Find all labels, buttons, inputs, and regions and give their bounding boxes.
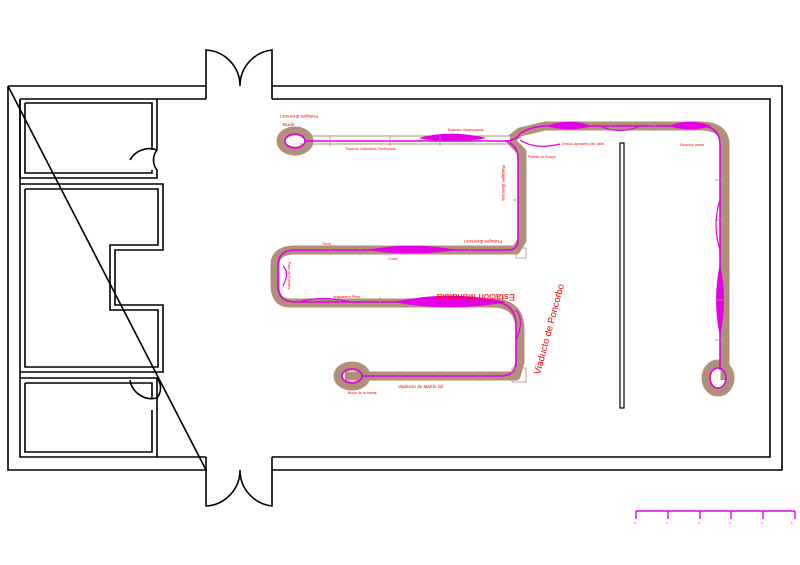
label-estacion-mundaka: Estación Mundaka	[436, 291, 515, 302]
track-layout	[270, 121, 735, 397]
door-arc-bottom	[129, 379, 158, 400]
outer-wall	[7, 85, 783, 471]
label-cruce: Cruce	[388, 257, 398, 261]
label-viaducto-martin: Viaducto de Martín Gil	[398, 384, 443, 389]
scale-tick-0: 0	[634, 521, 636, 525]
label-estacion-este: Estación ramal	[680, 143, 704, 147]
door-top	[205, 49, 273, 99]
label-paisajes-1: Paisajes diversos I	[280, 114, 318, 119]
track-bed-main	[270, 121, 730, 381]
room-top-inner	[24, 102, 153, 174]
platform-marker	[515, 247, 527, 259]
scale-tick-4: 4	[761, 521, 763, 525]
scale-tick-3: 3	[729, 521, 731, 525]
label-desvio: Desvío apeadero del Valle	[562, 142, 604, 146]
label-trayecto: Trayecto Villanueva-Ponferrada	[345, 147, 395, 151]
room-mid-inner	[24, 188, 159, 368]
station-top	[419, 133, 486, 142]
scale-tick-2: 2	[698, 521, 700, 525]
siding-3	[599, 125, 641, 132]
main-rail-top	[305, 125, 721, 370]
siding-2	[519, 139, 561, 147]
scale-bar: 0 1 2 3 4 5	[634, 510, 796, 525]
station-right-top-2	[668, 121, 712, 130]
siding-4	[282, 265, 288, 287]
label-tunel: Túnel	[322, 242, 331, 246]
siding-6	[715, 199, 721, 251]
label-estacion-sup: Estación Valdenoceda	[448, 128, 484, 132]
room-bottom	[20, 377, 162, 457]
main-rail-descent	[277, 140, 519, 377]
room-bottom-inner	[24, 382, 153, 453]
building-walls	[7, 49, 783, 507]
platform-marker-2	[511, 367, 527, 383]
station-mid	[369, 245, 456, 254]
siding-5	[515, 309, 522, 341]
label-puente: Puente de Arroyo	[528, 155, 556, 159]
label-apartadero: Apartadero Pinar	[333, 295, 361, 299]
partition-wall	[619, 142, 625, 409]
door-arc-top	[129, 147, 158, 161]
label-paso: Paso de Fuentes	[287, 262, 291, 289]
label-viaducto-poncorbo: Viaducto de Poncorbo	[532, 283, 567, 376]
siding-1	[299, 297, 351, 303]
room-mid	[20, 183, 164, 373]
scale-tick-5: 5	[791, 521, 793, 525]
label-paisajes-3: Paisajes diversos I	[464, 239, 502, 244]
loop-right	[701, 359, 735, 397]
segment-ticks	[329, 121, 725, 381]
label-paisajes-2: Paisajes diversos	[501, 165, 506, 201]
scale-tick-1: 1	[666, 521, 668, 525]
station-mundaka	[394, 295, 506, 308]
label-bucle: Bucle	[283, 122, 295, 127]
door-bottom	[205, 457, 273, 507]
room-top	[19, 99, 158, 179]
station-right-top	[546, 121, 592, 130]
inner-wall	[19, 98, 771, 458]
label-bucle-inf: Bucle de la fuente	[348, 391, 377, 395]
